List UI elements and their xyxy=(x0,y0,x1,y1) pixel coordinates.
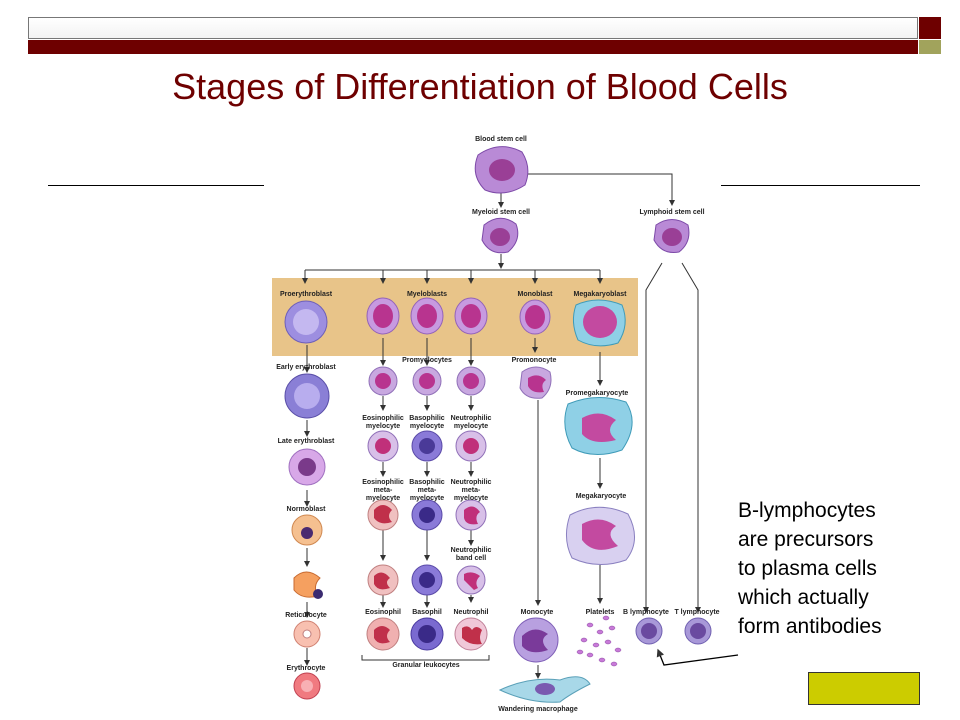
note-line-3: to plasma cells xyxy=(738,557,877,580)
b-lymphocyte-note: B-lymphocytes are precursors to plasma c… xyxy=(738,496,948,641)
label-b-lymphocyte: B lymphocyte xyxy=(623,609,669,616)
connector-lines xyxy=(302,173,701,679)
label-neutrophilic-band-2: band cell xyxy=(456,555,486,562)
label-eosinophil: Eosinophil xyxy=(365,609,401,616)
label-proerythroblast: Proerythroblast xyxy=(280,291,333,298)
note-pointer-arrow xyxy=(656,648,739,666)
label-myeloid-stem-cell: Myeloid stem cell xyxy=(472,209,530,216)
label-late-erythroblast: Late erythroblast xyxy=(278,438,335,445)
label-granular-leukocytes: Granular leukocytes xyxy=(392,662,459,669)
yellow-button-box[interactable] xyxy=(808,672,920,705)
label-basophilic-meta-1: Basophilic xyxy=(409,479,445,486)
cells xyxy=(284,146,712,703)
label-basophilic-myelocyte-2: myelocyte xyxy=(410,423,444,430)
corner-square-olive xyxy=(919,40,941,54)
label-lymphoid-stem-cell: Lymphoid stem cell xyxy=(639,209,704,216)
platelets-group xyxy=(576,615,622,667)
label-blood-stem-cell: Blood stem cell xyxy=(475,136,527,143)
label-promyelocytes: Promyelocytes xyxy=(402,357,452,364)
label-erythrocyte: Erythrocyte xyxy=(287,665,326,672)
label-eosinophilic-meta-3: myelocyte xyxy=(366,495,400,502)
header-bar-light xyxy=(28,17,918,39)
label-megakaryoblast: Megakaryoblast xyxy=(574,291,628,298)
label-early-erythroblast: Early erythroblast xyxy=(276,364,336,371)
nucleus-ejection-cell xyxy=(293,571,321,598)
label-promonocyte: Promonocyte xyxy=(512,357,557,364)
label-basophilic-myelocyte-1: Basophilic xyxy=(409,415,445,422)
diagram-labels: Blood stem cell Myeloid stem cell Lympho… xyxy=(276,136,719,713)
slide-title: Stages of Differentiation of Blood Cells xyxy=(172,66,788,107)
corner-square-maroon xyxy=(919,17,941,39)
label-neutrophilic-myelocyte-2: myelocyte xyxy=(454,423,488,430)
label-basophilic-meta-3: myelocyte xyxy=(410,495,444,502)
label-myeloblasts: Myeloblasts xyxy=(407,291,447,298)
label-eosinophilic-myelocyte-1: Eosinophilic xyxy=(362,415,404,422)
label-monocyte: Monocyte xyxy=(521,609,554,616)
label-eosinophilic-myelocyte-2: myelocyte xyxy=(366,423,400,430)
label-eosinophilic-meta-2: meta- xyxy=(374,487,393,494)
note-line-2: are precursors xyxy=(738,528,874,551)
label-neutrophilic-myelocyte-1: Neutrophilic xyxy=(451,415,492,422)
label-eosinophilic-meta-1: Eosinophilic xyxy=(362,479,404,486)
header-bar-maroon xyxy=(28,40,918,54)
label-t-lymphocyte: T lymphocyte xyxy=(674,609,719,616)
label-neutrophilic-band-1: Neutrophilic xyxy=(451,547,492,554)
left-rule xyxy=(48,185,264,186)
label-promegakaryocyte: Promegakaryocyte xyxy=(566,390,629,397)
label-wandering-macrophage: Wandering macrophage xyxy=(498,706,578,713)
note-line-5: form antibodies xyxy=(738,615,882,638)
label-reticulocyte: Reticulocyte xyxy=(285,612,327,619)
label-basophilic-meta-2: meta- xyxy=(418,487,437,494)
label-neutrophilic-meta-1: Neutrophilic xyxy=(451,479,492,486)
label-monoblast: Monoblast xyxy=(518,291,554,298)
label-platelets: Platelets xyxy=(586,609,615,616)
label-neutrophil: Neutrophil xyxy=(454,609,489,616)
note-line-1: B-lymphocytes xyxy=(738,499,876,522)
note-line-4: which actually xyxy=(738,586,869,609)
right-rule xyxy=(721,185,920,186)
label-normoblast: Normoblast xyxy=(287,506,327,513)
label-neutrophilic-meta-2: meta- xyxy=(462,487,481,494)
label-neutrophilic-meta-3: myelocyte xyxy=(454,495,488,502)
label-megakaryocyte: Megakaryocyte xyxy=(576,493,627,500)
label-basophil: Basophil xyxy=(412,609,442,616)
